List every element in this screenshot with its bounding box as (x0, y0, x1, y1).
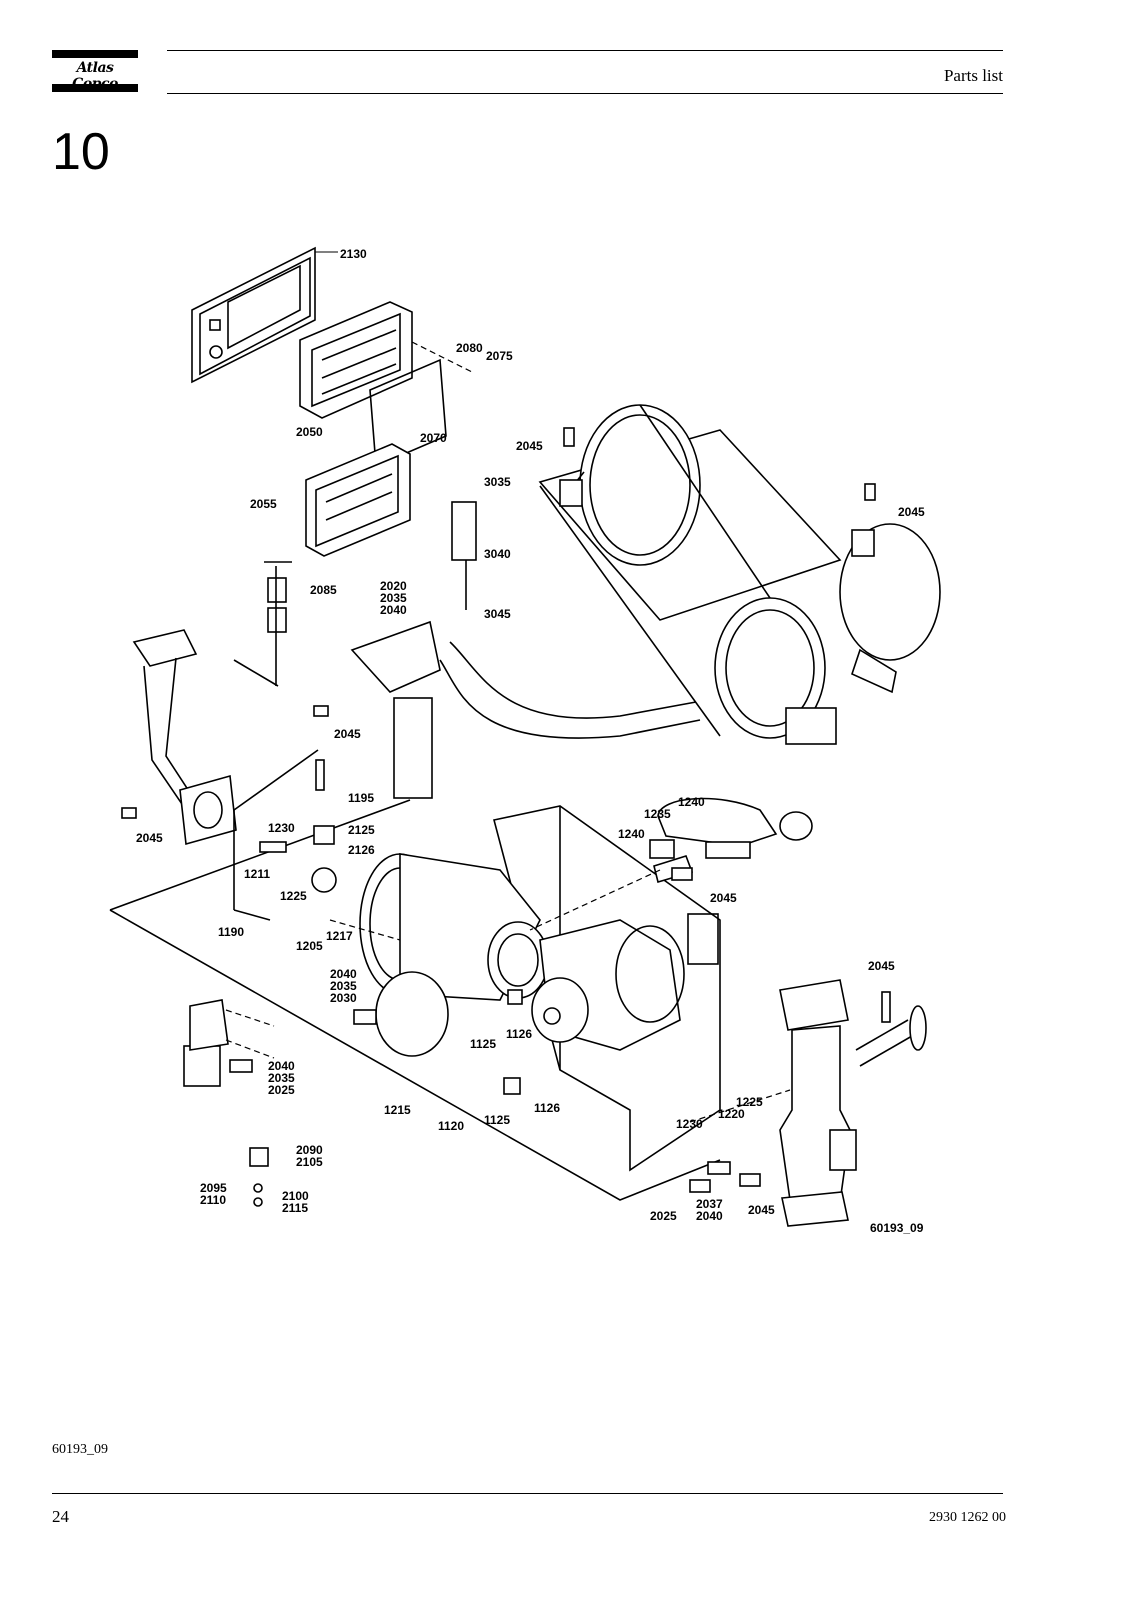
callout-1125-top: 1125 (470, 1037, 496, 1051)
callout-1230-left: 1230 (268, 821, 295, 835)
callout-2080: 2080 (456, 341, 483, 355)
callout-2045-top: 2045 (516, 439, 543, 453)
logo-bar-top (52, 50, 138, 58)
right-pipe-drawing (779, 979, 927, 1227)
callout-1211: 1211 (244, 867, 270, 881)
callout-2045-mid: 2045 (334, 727, 361, 741)
inlet-valve-drawing (359, 853, 549, 1057)
cooler-drawing (538, 404, 941, 745)
callout-1225-left: 1225 (280, 889, 307, 903)
callout-2040-bottom: 2040 (696, 1209, 723, 1223)
callout-2090: 2090 (296, 1143, 323, 1157)
atlas-copco-logo: Atlas Copco (52, 50, 138, 92)
compressor-element-drawing (531, 919, 685, 1051)
callout-2045-oilfilter: 2045 (710, 891, 737, 905)
header-rule-bottom (167, 93, 1003, 94)
callout-1126-top: 1126 (506, 1027, 532, 1041)
callout-2030: 2030 (330, 991, 357, 1005)
callout-2085: 2085 (310, 583, 337, 597)
callout-2040-top: 2040 (380, 603, 407, 617)
logo-bar-bottom (52, 84, 138, 92)
callout-1225-right: 1225 (736, 1095, 763, 1109)
callout-2035-mid: 2035 (330, 979, 357, 993)
diagram-figure-ref: 60193_09 (870, 1221, 924, 1235)
callout-2110: 2110 (200, 1193, 226, 1207)
callout-2025-left: 2025 (268, 1083, 295, 1097)
oil-filter-drawing (649, 797, 813, 884)
footer-rule (52, 1493, 1003, 1494)
callout-1125-bottom: 1125 (484, 1113, 510, 1127)
callout-2126: 2126 (348, 843, 375, 857)
callout-2037: 2037 (696, 1197, 723, 1211)
callout-2115: 2115 (282, 1201, 308, 1215)
discharge-pipe-drawing (132, 629, 237, 846)
callout-2035-left: 2035 (268, 1071, 295, 1085)
callout-2050: 2050 (296, 425, 323, 439)
filter-elements-drawing (233, 561, 292, 687)
callout-2045-left: 2045 (136, 831, 163, 845)
callout-1195: 1195 (348, 791, 374, 805)
callout-1120: 1120 (438, 1119, 464, 1133)
footer-figure-ref: 60193_09 (52, 1442, 108, 1457)
header-title: Parts list (943, 66, 1003, 85)
callout-1126-bottom: 1126 (534, 1101, 560, 1115)
document-number: 2930 1262 00 (929, 1510, 1006, 1525)
callout-labels: 2130 2080 2075 2050 2070 2055 2045 2045 … (136, 247, 925, 1235)
callout-1205: 1205 (296, 939, 323, 953)
exploded-parts-diagram: 2130 2080 2075 2050 2070 2055 2045 2045 … (109, 246, 941, 1235)
electronics-cabinet-drawing (299, 301, 473, 557)
callout-2045-bottom: 2045 (748, 1203, 775, 1217)
callout-2040-mid: 2040 (330, 967, 357, 981)
page-number: 24 (52, 1507, 69, 1526)
section-number: 10 (52, 123, 110, 181)
callout-2020: 2020 (380, 579, 407, 593)
callout-2125: 2125 (348, 823, 375, 837)
header-rule-top (167, 50, 1003, 51)
callout-2045-far-right: 2045 (868, 959, 895, 973)
fittings-drawing (121, 427, 891, 1207)
callout-1215: 1215 (384, 1103, 411, 1117)
callout-3035: 3035 (484, 475, 511, 489)
callout-2070: 2070 (420, 431, 447, 445)
callout-1235: 1235 (644, 807, 671, 821)
callout-3040: 3040 (484, 547, 511, 561)
callout-2130: 2130 (340, 247, 367, 261)
callout-1220: 1220 (718, 1107, 745, 1121)
callout-2095: 2095 (200, 1181, 227, 1195)
control-panel-drawing (191, 246, 338, 384)
callout-1217: 1217 (326, 929, 353, 943)
callout-2040-left: 2040 (268, 1059, 295, 1073)
callout-3045: 3045 (484, 607, 511, 621)
callout-2100: 2100 (282, 1189, 309, 1203)
callout-2035-top: 2035 (380, 591, 407, 605)
callout-2075: 2075 (486, 349, 513, 363)
separator-vessel-drawing (350, 501, 701, 799)
callout-1190: 1190 (218, 925, 244, 939)
callout-1240-top: 1240 (678, 795, 705, 809)
left-filter-drawing (183, 999, 275, 1087)
callout-2045-right: 2045 (898, 505, 925, 519)
wiring-drawing (233, 749, 791, 1123)
callout-1240-mid: 1240 (618, 827, 645, 841)
callout-2055: 2055 (250, 497, 277, 511)
callout-2105: 2105 (296, 1155, 323, 1169)
callout-2025-bottom: 2025 (650, 1209, 677, 1223)
callout-1230-right: 1230 (676, 1117, 703, 1131)
